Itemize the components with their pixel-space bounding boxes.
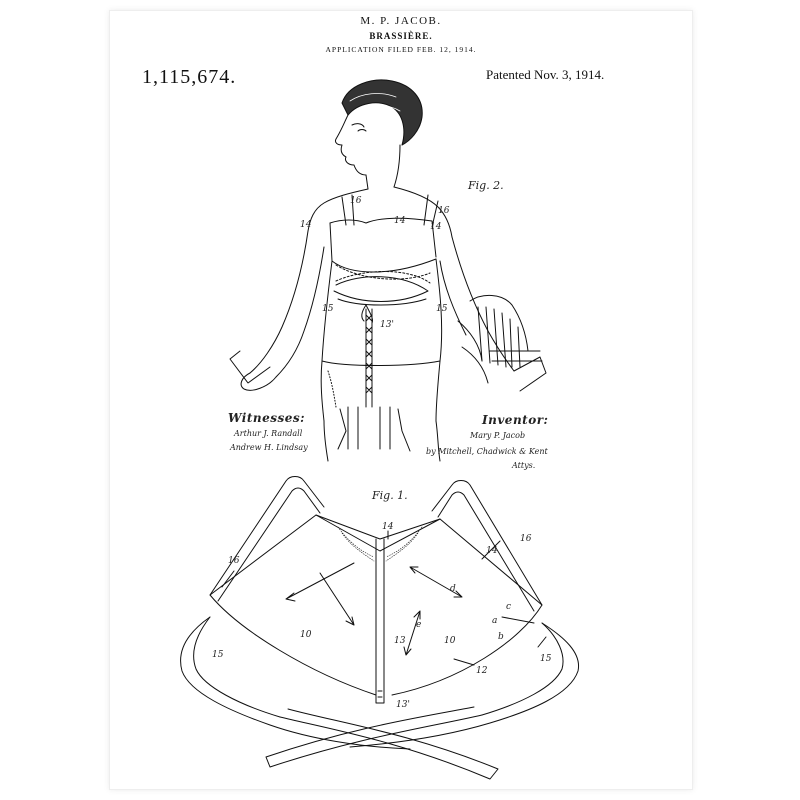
witnesses-heading: Witnesses: <box>228 411 306 425</box>
fig1-label: Fig. 1. <box>372 489 408 502</box>
patent-title: BRASSIÈRE. <box>369 31 433 41</box>
ref-fig1-b: b <box>498 632 504 642</box>
ref-fig2-13p: 13' <box>380 320 394 330</box>
ref-fig2-14a: 14 <box>300 220 312 230</box>
inventor-heading: Inventor: <box>482 413 549 427</box>
ref-fig1-16a: 16 <box>228 556 240 566</box>
witness-1-signature: Arthur J. Randall <box>234 429 303 438</box>
patent-number: 1,115,674. <box>142 66 237 88</box>
ref-fig1-12: 12 <box>476 666 488 676</box>
ref-fig1-c: c <box>506 602 511 612</box>
ref-fig1-13p: 13' <box>396 700 410 710</box>
ref-fig1-14a: 14 <box>382 522 394 532</box>
ref-fig1-13: 13 <box>394 636 406 646</box>
ref-fig1-a: a <box>492 616 497 626</box>
fig2-drawing <box>229 79 547 462</box>
ref-fig2-15b: 15 <box>436 304 448 314</box>
application-filed: APPLICATION FILED FEB. 12, 1914. <box>325 45 477 54</box>
fig2-ref-numerals: 16 14 14 16 14 15 15 13' <box>300 196 450 330</box>
patent-sheet: M. P. JACOB. BRASSIÈRE. APPLICATION FILE… <box>109 10 693 790</box>
patent-drawing: 16 14 14 16 14 15 15 13' 14 16 14 16 d c… <box>180 79 580 780</box>
fig2-label: Fig. 2. <box>468 179 504 192</box>
ref-fig2-14b: 14 <box>394 216 406 226</box>
inventor-name: M. P. JACOB. <box>360 15 442 27</box>
ref-fig1-15b: 15 <box>540 654 552 664</box>
ref-fig2-16a: 16 <box>350 196 362 206</box>
attorneys-signature: by Mitchell, Chadwick & Kent <box>426 447 548 456</box>
ref-fig1-d: d <box>450 584 456 594</box>
ref-fig2-14c: 14 <box>430 222 442 232</box>
ref-fig1-10b: 10 <box>444 636 456 646</box>
ref-fig1-14b: 14 <box>486 546 498 556</box>
ref-fig1-16b: 16 <box>520 534 532 544</box>
ref-fig2-15a: 15 <box>322 304 334 314</box>
attorneys-label: Attys. <box>512 461 536 470</box>
ref-fig2-16b: 16 <box>438 206 450 216</box>
fig1-drawing <box>180 476 580 780</box>
ref-fig1-10a: 10 <box>300 630 312 640</box>
ref-fig1-15a: 15 <box>212 650 224 660</box>
ref-fig1-e: e <box>416 620 421 630</box>
patent-date: Patented Nov. 3, 1914. <box>486 67 605 82</box>
witness-2-signature: Andrew H. Lindsay <box>230 443 308 452</box>
fig1-ref-numerals: 14 16 14 16 d c a b e 10 10 13 15 15 12 … <box>212 522 552 710</box>
inventor-signature: Mary P. Jacob <box>470 431 526 440</box>
